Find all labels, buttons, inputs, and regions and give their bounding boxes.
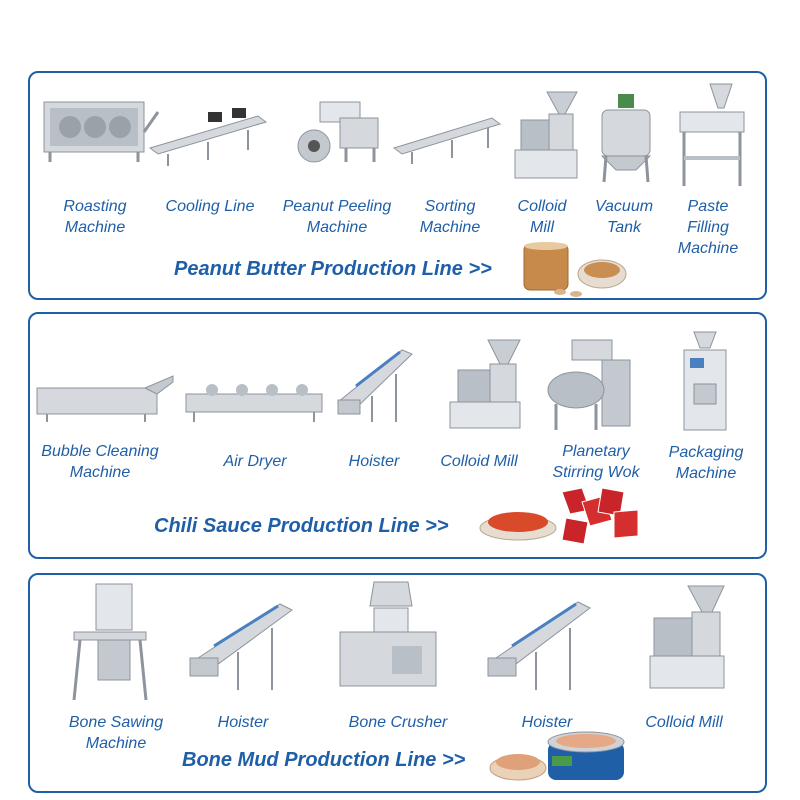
colloid-mill-icon bbox=[648, 584, 728, 697]
chili-sauce-panel bbox=[28, 312, 767, 559]
machine-label: Hoister bbox=[217, 714, 269, 731]
hoister-icon bbox=[188, 600, 298, 697]
stirring-wok-icon bbox=[542, 338, 634, 439]
machine-label: Hoister bbox=[521, 714, 573, 731]
chili-sauce-image bbox=[478, 487, 642, 555]
air-dryer-icon bbox=[184, 380, 324, 429]
colloid-mill-icon bbox=[513, 90, 579, 187]
packaging-machine-icon bbox=[680, 330, 730, 439]
peanut-butter-image bbox=[522, 240, 628, 303]
vacuum-tank-icon bbox=[596, 92, 656, 189]
bone-mud-image bbox=[488, 728, 630, 791]
roasting-machine-icon bbox=[40, 92, 160, 169]
colloid-mill-icon bbox=[448, 338, 524, 437]
paste-filling-icon bbox=[676, 82, 748, 195]
machine-label: Colloid Mill bbox=[440, 453, 518, 470]
line-title: Bone Mud Production Line >> bbox=[182, 749, 466, 771]
hoister-icon bbox=[336, 346, 420, 431]
peeling-machine-icon bbox=[290, 96, 390, 171]
bone-crusher-icon bbox=[338, 580, 438, 697]
hoister-icon bbox=[486, 598, 596, 697]
bone-saw-icon bbox=[70, 582, 150, 709]
machine-label: Hoister bbox=[348, 453, 400, 470]
bubble-cleaning-icon bbox=[35, 374, 175, 429]
machine-label: Cooling Line bbox=[165, 198, 255, 215]
line-title: Chili Sauce Production Line >> bbox=[154, 515, 449, 537]
machine-label: Air Dryer bbox=[223, 453, 287, 470]
sorting-machine-icon bbox=[392, 108, 504, 171]
machine-label: Colloid Mill bbox=[645, 714, 723, 731]
peanut-butter-panel bbox=[28, 71, 767, 300]
cooling-line-icon bbox=[148, 108, 268, 171]
machine-label: Bone Crusher bbox=[348, 714, 448, 731]
line-title: Peanut Butter Production Line >> bbox=[174, 258, 492, 280]
